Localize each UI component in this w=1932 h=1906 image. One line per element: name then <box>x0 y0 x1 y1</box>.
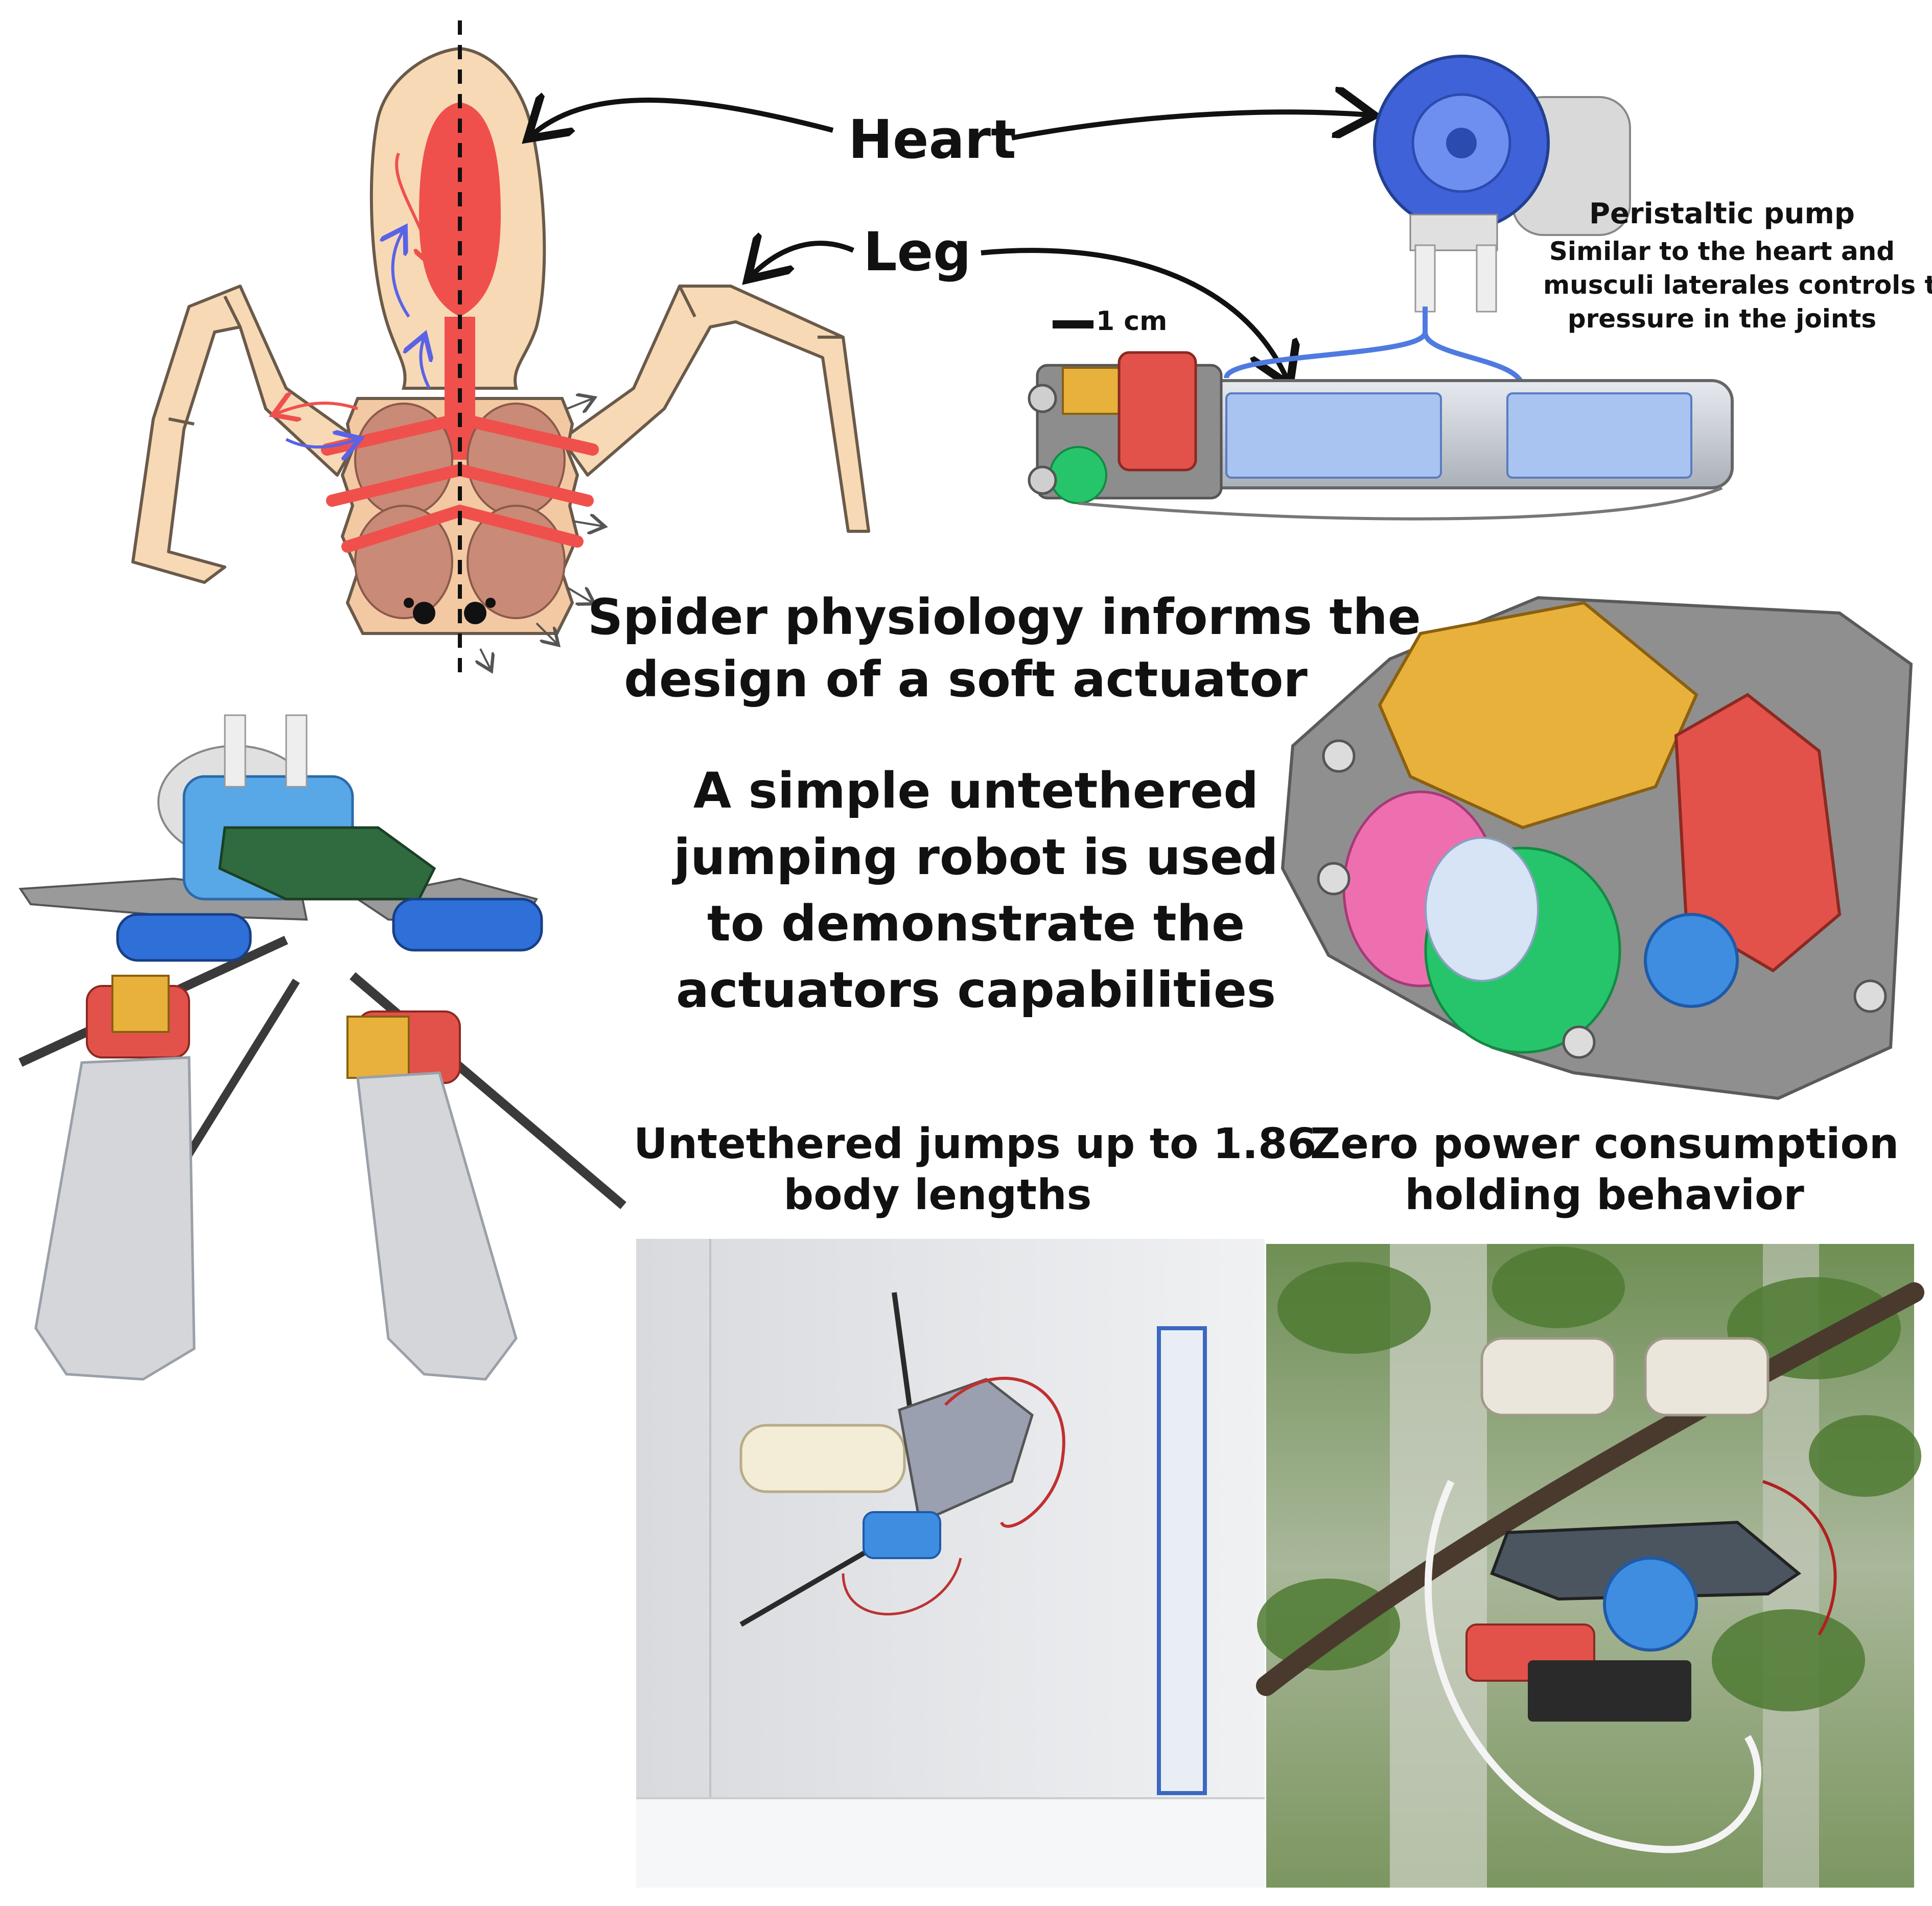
spider-left-leg <box>131 285 359 584</box>
heart-arrow-left <box>531 100 834 135</box>
heart-shape <box>419 102 501 317</box>
scale-bar-label: 1 cm <box>1096 306 1168 337</box>
spider-right-leg <box>561 285 870 533</box>
leg-arrow-left <box>751 243 854 276</box>
flow-arrow-red <box>395 152 434 266</box>
leg-label: Leg <box>863 221 971 283</box>
peristaltic-pump <box>1373 55 1631 313</box>
servo-closeup <box>1281 596 1913 1100</box>
pump-desc-line-3: pressure in the joints <box>1567 304 1877 334</box>
robot-text-line-4: actuators capabilities <box>676 961 1276 1019</box>
arteries <box>321 413 599 553</box>
soft-actuator <box>1028 351 1734 521</box>
hold-caption-line-2: holding behavior <box>1405 1171 1804 1219</box>
pump-tube <box>1224 307 1525 389</box>
heart-label: Heart <box>848 108 1016 171</box>
headline-line-1: Spider physiology informs the <box>588 589 1421 646</box>
pump-title: Peristaltic pump <box>1589 197 1855 230</box>
leg-arrow-right <box>981 248 1288 381</box>
photo-holding <box>1256 1244 1924 1888</box>
hold-caption-line-1: Zero power consumption <box>1310 1120 1899 1168</box>
photo-jumping <box>636 1239 1265 1888</box>
pump-desc-line-2: musculi laterales controls the <box>1543 270 1932 300</box>
heart-arrow-right <box>1011 112 1369 138</box>
pump-desc-line-1: Similar to the heart and <box>1549 237 1895 266</box>
outflow-arrows <box>480 398 603 669</box>
robot-text-line-2: jumping robot is used <box>673 829 1278 886</box>
ruler <box>1157 1326 1207 1795</box>
jump-caption-line-1: Untethered jumps up to 1.86 <box>634 1120 1317 1168</box>
flow-arrow-blue <box>393 230 410 318</box>
flow-arrow-red-2 <box>276 403 358 414</box>
spider-diagram <box>131 20 870 679</box>
flow-arrow-blue-2 <box>421 337 429 389</box>
tree-branch <box>1256 1282 1924 1696</box>
robot-text-line-1: A simple untethered <box>693 762 1259 819</box>
flow-arrow-blue-3 <box>285 439 358 447</box>
jump-caption-line-2: body lengths <box>783 1171 1092 1219</box>
robot-text-line-3: to demonstrate the <box>707 895 1245 952</box>
headline-line-2: design of a soft actuator <box>624 651 1308 708</box>
robot-render <box>18 714 626 1381</box>
